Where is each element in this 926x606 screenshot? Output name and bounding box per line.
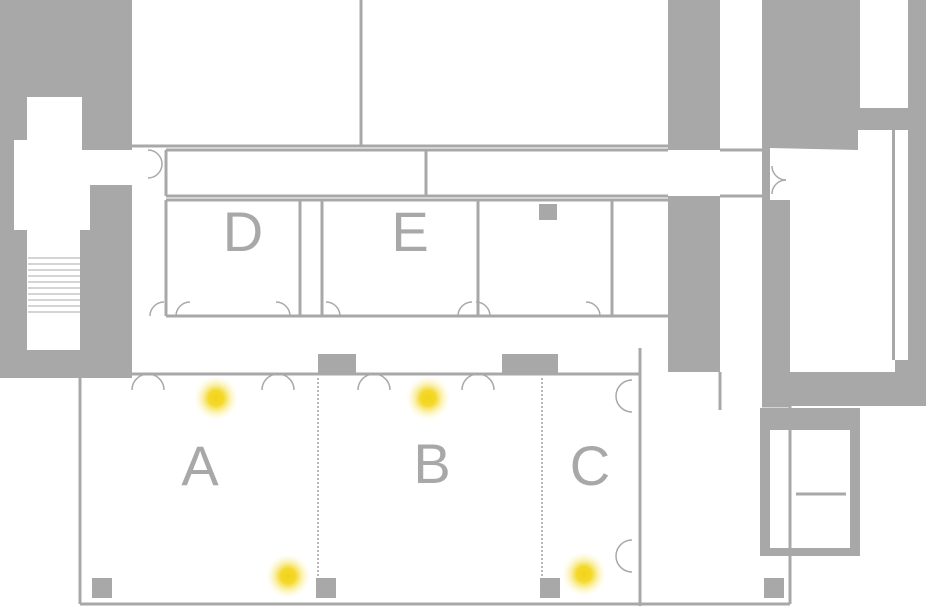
room-label-b: B — [413, 432, 450, 495]
west-stair-block — [0, 0, 132, 378]
column-a-bottom — [92, 578, 112, 598]
east-block — [762, 0, 926, 406]
highlight-marker-icon[interactable] — [562, 552, 606, 596]
highlight-marker-icon[interactable] — [266, 554, 310, 598]
highlight-marker-icon[interactable] — [406, 376, 450, 420]
room-label-e: E — [391, 200, 428, 263]
column-c-bottom — [764, 578, 784, 598]
door-swings — [131, 149, 787, 573]
southeast-service-block — [760, 408, 860, 556]
highlight-markers — [194, 376, 606, 598]
pier-1 — [318, 354, 356, 374]
central-core-bottom — [668, 196, 720, 372]
column-ab-bottom — [316, 578, 336, 598]
pier-e-room — [539, 204, 557, 220]
pier-2 — [502, 354, 558, 374]
stair-treads — [28, 257, 80, 313]
central-core-top — [668, 0, 720, 150]
column-bc-bottom — [540, 578, 560, 598]
room-label-c: C — [570, 434, 610, 497]
room-label-a: A — [181, 434, 219, 497]
movable-partitions — [317, 378, 543, 578]
room-label-d: D — [223, 200, 263, 263]
wall-outlines — [78, 0, 846, 606]
highlight-marker-icon[interactable] — [194, 376, 238, 420]
